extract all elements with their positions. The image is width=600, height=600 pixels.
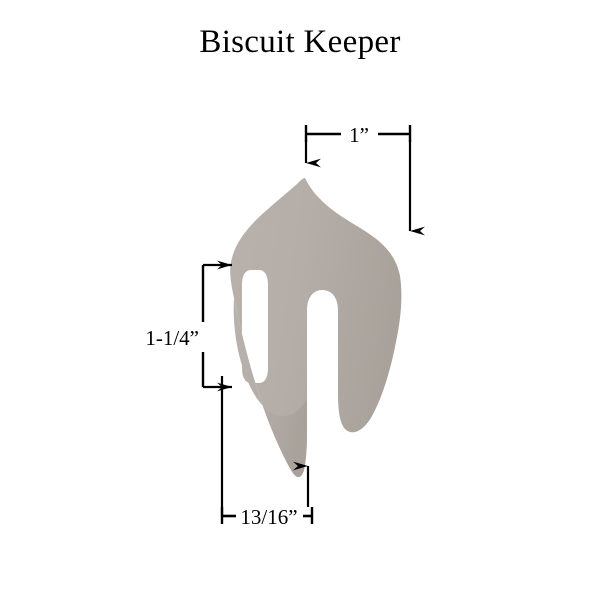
page-title: Biscuit Keeper bbox=[199, 24, 401, 60]
dim-left-label: 1-1/4” bbox=[145, 326, 199, 350]
part-silhouette bbox=[230, 178, 402, 478]
part-left-leg bbox=[233, 298, 307, 478]
dimension-width-bottom: 13/16” bbox=[220, 376, 314, 529]
dimension-height-left: 1-1/4” bbox=[145, 260, 232, 392]
dimension-width-top: 1” bbox=[304, 123, 425, 236]
part-body bbox=[230, 178, 402, 478]
dim-top-label: 1” bbox=[349, 123, 369, 147]
dim-bottom-label: 13/16” bbox=[240, 505, 297, 529]
